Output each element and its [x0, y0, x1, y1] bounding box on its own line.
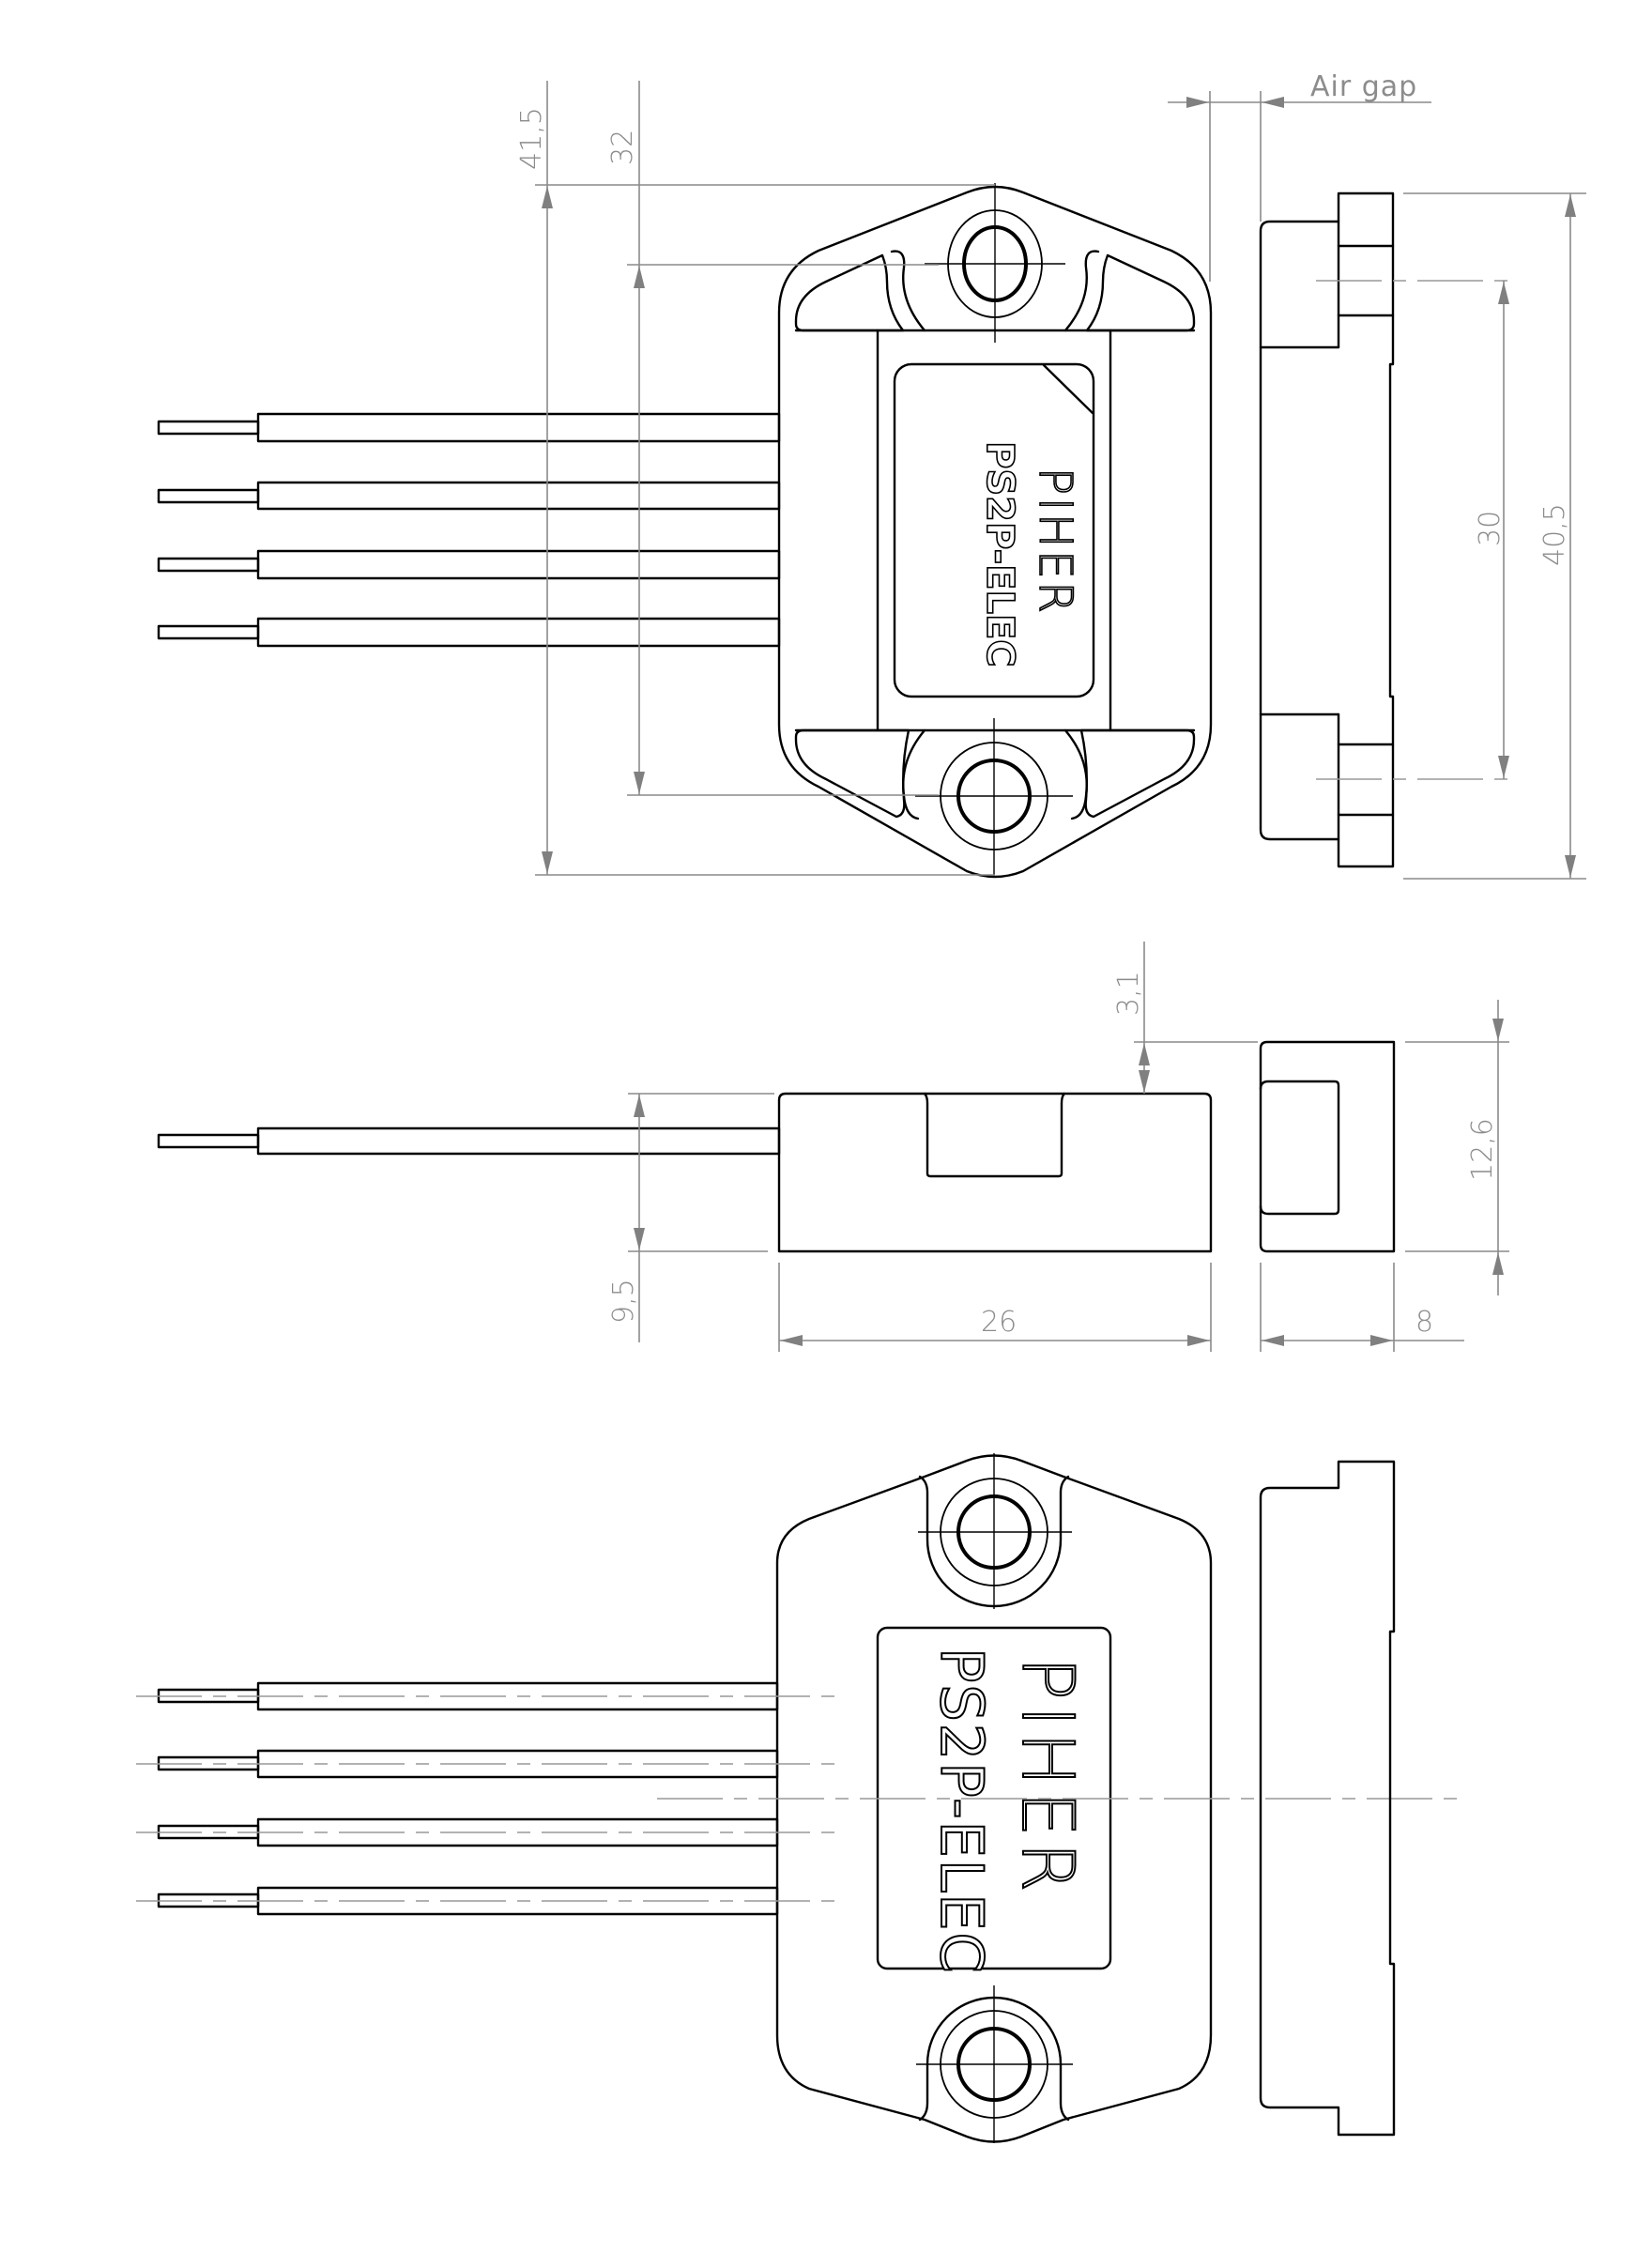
- side-profile-top: [1259, 192, 1395, 868]
- dimension-40-5: 40,5: [1403, 192, 1586, 880]
- dimension-air-gap: Air gap: [1168, 70, 1431, 282]
- dimension-9-5: 9,5: [607, 1093, 774, 1342]
- brand-label: PIHER: [1029, 467, 1081, 616]
- dim-12-6-label: 12,6: [1466, 1118, 1499, 1181]
- section-view-middle: 3,1 9,5 26 8: [157, 942, 1509, 1352]
- wire-1-tip: [157, 420, 260, 436]
- dimension-3-1: 3,1: [1112, 942, 1258, 1094]
- wire-leads-top: [157, 412, 781, 648]
- label-corner-chamfer: [1042, 363, 1094, 415]
- lower-left-wing: [794, 728, 910, 819]
- magnet-pocket: [923, 1092, 1066, 1178]
- body-side-outline: [777, 1092, 1213, 1253]
- dimension-41-5: 41,5: [515, 81, 995, 876]
- dimension-8: 8: [1260, 1263, 1464, 1352]
- dimension-12-6: 12,6: [1405, 1000, 1509, 1295]
- wire-leads-bottom: [136, 1681, 845, 1916]
- dim-26-label: 26: [981, 1306, 1017, 1339]
- sensor-body-outline: [777, 185, 1213, 879]
- upper-right-slot: [1063, 250, 1100, 332]
- dim-41-5-label: 41,5: [515, 107, 548, 170]
- dim-8-label: 8: [1415, 1306, 1433, 1339]
- dim-9-5-label: 9,5: [607, 1279, 640, 1324]
- dimension-26: 26: [778, 1263, 1212, 1352]
- model-label-large: PS2P-ELEC: [927, 1647, 996, 1975]
- wire-side-tip: [157, 1133, 260, 1149]
- wire-4-tip: [157, 624, 260, 640]
- air-gap-label: Air gap: [1310, 70, 1417, 103]
- wire-3: [256, 549, 781, 580]
- label-plate: [893, 362, 1095, 698]
- sensor-back-outline: [775, 1454, 1213, 2143]
- magnet-channel: [1259, 1080, 1340, 1216]
- model-label: PS2P-ELEC: [978, 441, 1021, 667]
- wire-4: [256, 617, 781, 648]
- lower-right-wing: [1079, 728, 1196, 819]
- dimension-32: 32: [606, 81, 939, 796]
- wire-side: [256, 1126, 781, 1156]
- side-view-bottom: [1259, 1460, 1396, 2137]
- dim-40-5-label: 40,5: [1538, 503, 1571, 566]
- dimension-30: 30: [1474, 281, 1509, 779]
- lower-right-slot: [1063, 728, 1088, 820]
- wire-1: [256, 412, 781, 443]
- upper-left-slot: [890, 250, 926, 332]
- front-view-top: PIHER PS2P-ELEC 41,5 32: [157, 81, 1213, 879]
- side-view-top: 30 40,5 Air gap: [1168, 70, 1586, 880]
- wire-3-tip: [157, 557, 260, 573]
- upper-left-wing: [794, 253, 905, 332]
- wire-2-tip: [157, 488, 260, 504]
- lower-left-slot: [902, 728, 926, 820]
- dim-30-label: 30: [1474, 511, 1507, 546]
- upper-right-wing: [1085, 253, 1196, 332]
- dim-32-label: 32: [606, 130, 639, 165]
- back-view-bottom: PIHER PS2P-ELEC: [136, 1453, 1464, 2143]
- side-profile-bottom: [1259, 1460, 1396, 2137]
- magnet-end-view: [1259, 1040, 1396, 1253]
- dim-3-1-label: 3,1: [1112, 971, 1145, 1016]
- brand-label-large: PIHER: [1006, 1657, 1090, 1897]
- wire-2: [256, 481, 781, 511]
